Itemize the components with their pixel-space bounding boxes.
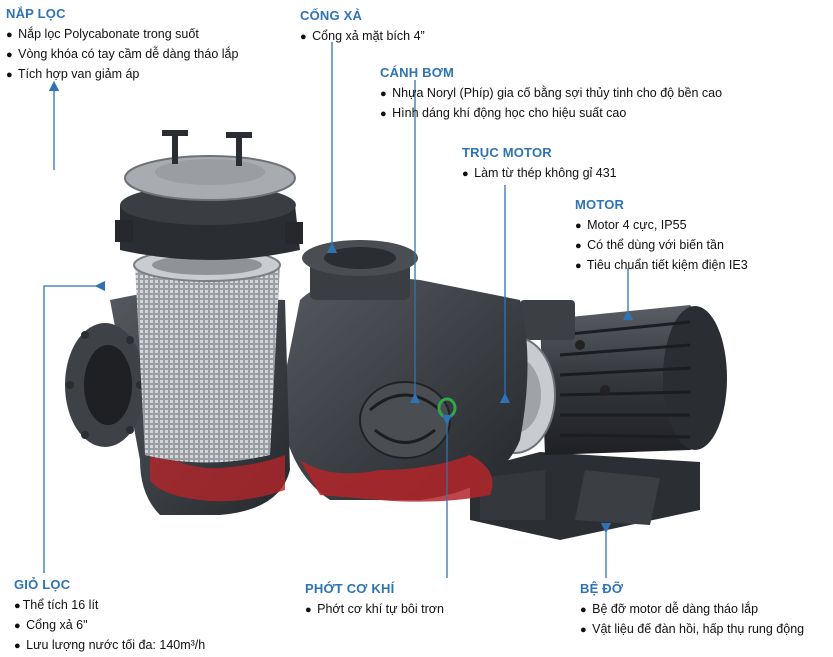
callout-gio-loc: GIỎ LỌC ●Thể tích 16 lít ● Cổng xả 6" ● …	[14, 575, 205, 656]
strainer-basket	[133, 248, 281, 463]
callout-item: ● Cổng xả 6"	[14, 618, 88, 632]
motor-base	[470, 452, 700, 540]
callout-item: ●Thể tích 16 lít	[14, 598, 99, 612]
callout-item: ● Tiêu chuẩn tiết kiệm điện IE3	[575, 258, 748, 272]
callout-title: TRỤC MOTOR	[462, 145, 552, 160]
callout-item: ● Vòng khóa có tay cầm dễ dàng tháo lắp	[6, 47, 239, 61]
callout-item: ● Có thể dùng với biến tần	[575, 238, 724, 252]
callout-item: ● Hình dáng khí động học cho hiệu suất c…	[380, 106, 627, 120]
callout-item: ● Phớt cơ khí tự bôi trơn	[305, 602, 444, 616]
callout-item: ● Lưu lượng nước tối đa: 140m³/h	[14, 638, 206, 652]
callout-phot-co-khi: PHỚT CƠ KHÍ ● Phớt cơ khí tự bôi trơn	[305, 579, 444, 620]
callout-motor: MOTOR ● Motor 4 cực, IP55 ● Có thể dùng …	[575, 195, 748, 276]
pump-volute	[280, 240, 528, 502]
callout-be-do: BỆ ĐỠ ● Bệ đỡ motor dễ dàng tháo lắp ● V…	[580, 579, 804, 640]
callout-title: CÁNH BƠM	[380, 65, 455, 80]
callout-item: ● Vật liệu đế đàn hồi, hấp thụ rung động	[580, 622, 805, 636]
motor	[520, 300, 727, 455]
callout-truc-motor: TRỤC MOTOR ● Làm từ thép không gỉ 431	[462, 143, 617, 184]
callout-item: ● Cổng xả mặt bích 4”	[300, 29, 425, 43]
callout-title: NẮP LỌC	[6, 6, 66, 21]
callout-item: ● Nhựa Noryl (Phíp) gia cố bằng sợi thủy…	[380, 86, 723, 100]
leader-arrows	[43, 42, 634, 578]
callout-title: GIỎ LỌC	[14, 577, 71, 592]
callout-item: ● Motor 4 cực, IP55	[575, 218, 687, 232]
arrow-gio-loc	[43, 280, 106, 573]
callout-title: CỐNG XẢ	[300, 8, 363, 23]
callout-item: ● Tích hợp van giảm áp	[6, 67, 140, 81]
strainer-lid	[124, 130, 296, 201]
callout-title: PHỚT CƠ KHÍ	[305, 581, 395, 596]
callout-item: ● Bệ đỡ motor dễ dàng tháo lắp	[580, 602, 759, 616]
callout-title: BỆ ĐỠ	[580, 581, 624, 596]
callout-item: ● Làm từ thép không gỉ 431	[462, 166, 617, 180]
callout-title: MOTOR	[575, 197, 625, 212]
callout-canh-bom: CÁNH BƠM ● Nhựa Noryl (Phíp) gia cố bằng…	[380, 63, 722, 124]
callout-nap-loc: NẮP LỌC ● Nắp lọc Polycabonate trong suố…	[6, 4, 238, 85]
callout-cong-xa: CỐNG XẢ ● Cổng xả mặt bích 4”	[300, 6, 425, 47]
callout-item: ● Nắp lọc Polycabonate trong suốt	[6, 27, 199, 41]
